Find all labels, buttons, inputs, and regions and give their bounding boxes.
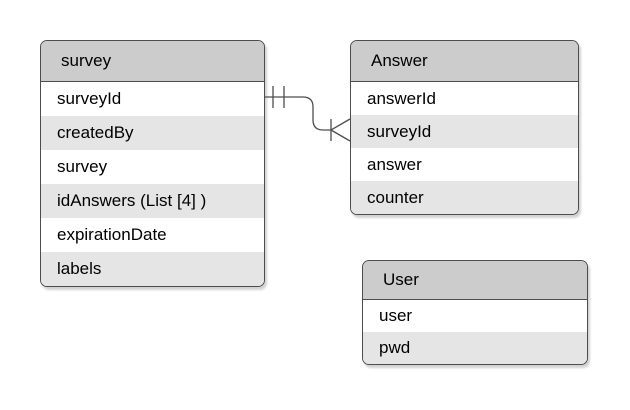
entity-row[interactable]: surveyId (41, 82, 264, 116)
entity-survey-header[interactable]: survey (41, 41, 264, 82)
crows-foot-many-icon (330, 118, 351, 142)
entity-row[interactable]: expirationDate (41, 218, 264, 252)
one-and-only-one-ticks-icon (272, 86, 285, 108)
entity-survey[interactable]: survey surveyId createdBy survey idAnswe… (40, 40, 265, 287)
entity-row[interactable]: counter (351, 181, 578, 214)
entity-row[interactable]: survey (41, 150, 264, 184)
entity-row[interactable]: labels (41, 252, 264, 286)
entity-answer-header[interactable]: Answer (351, 41, 578, 82)
entity-user[interactable]: User user pwd (362, 260, 588, 365)
relationship-line[interactable] (265, 96, 331, 131)
entity-row[interactable]: answerId (351, 82, 578, 115)
entity-row[interactable]: user (363, 300, 587, 332)
entity-user-header[interactable]: User (363, 261, 587, 300)
entity-row[interactable]: pwd (363, 332, 587, 364)
entity-row[interactable]: answer (351, 148, 578, 181)
entity-row[interactable]: createdBy (41, 116, 264, 150)
entity-row[interactable]: surveyId (351, 115, 578, 148)
entity-row[interactable]: idAnswers (List [4] ) (41, 184, 264, 218)
entity-answer[interactable]: Answer answerId surveyId answer counter (350, 40, 579, 215)
